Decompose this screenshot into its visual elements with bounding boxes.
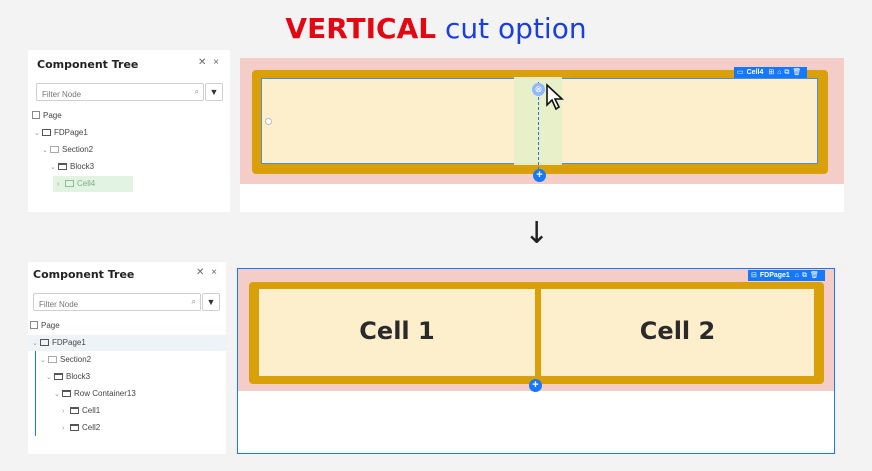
heading-rest: cut option (445, 12, 587, 45)
toolbar-label: Cell4 (746, 69, 764, 76)
block-icon (54, 373, 63, 380)
tree-node-cell1[interactable]: ›Cell1 (62, 403, 100, 419)
canvas-after[interactable]: Cell 1 Cell 2 ⊟FDPage1 ⌂⧉🗑 + (237, 268, 835, 454)
chevron-down-icon[interactable]: ⌄ (54, 391, 60, 398)
add-button[interactable]: + (533, 169, 546, 182)
page-icon (30, 321, 38, 329)
cell-icon (70, 424, 79, 431)
tree-title: Component Tree (33, 268, 135, 281)
section-icon (48, 356, 57, 363)
cursor-arrow-icon (546, 83, 565, 111)
pin-icon[interactable]: ✕ (198, 57, 207, 68)
tree-node-cell4[interactable]: ›Cell4 (53, 176, 133, 192)
block-icon (58, 163, 67, 170)
cell1-label: Cell 1 (359, 317, 435, 345)
lock-icon[interactable]: ⌂ (777, 69, 782, 76)
tree-node-cell2[interactable]: ›Cell2 (62, 420, 100, 436)
filter-node-input[interactable] (34, 296, 200, 313)
cell1-area[interactable] (259, 289, 535, 376)
cell-icon (70, 407, 79, 414)
lock-icon[interactable]: ⌂ (794, 272, 800, 279)
resize-handle-left[interactable] (265, 118, 272, 125)
canvas-before[interactable]: ⊗ ▭Cell4 ⊞⌂⧉🗑 + (240, 58, 844, 212)
trash-icon[interactable]: 🗑 (810, 272, 819, 279)
chevron-down-icon[interactable]: ⌄ (34, 130, 40, 137)
page-component-icon (40, 339, 49, 346)
chevron-down-icon[interactable]: ⌄ (46, 374, 52, 381)
close-icon[interactable]: × (211, 267, 218, 278)
tree-node-page[interactable]: Page (30, 318, 60, 334)
add-button[interactable]: + (529, 379, 542, 392)
cell-toolbar: ▭Cell4 ⊞⌂⧉🗑 (734, 67, 808, 78)
tree-node-block3[interactable]: ⌄Block3 (50, 159, 94, 175)
page-icon (32, 111, 40, 119)
copy-icon[interactable]: ⧉ (784, 69, 790, 76)
filter-node-input[interactable] (37, 86, 203, 103)
component-tree-panel-after: Component Tree ✕ × ⌕ ▼ Page ⌄FDPage1 ⌄Se… (28, 262, 226, 454)
page-component-icon (42, 129, 51, 136)
cut-handle-icon[interactable]: ⊗ (532, 83, 545, 96)
filter-button[interactable]: ▼ (202, 293, 220, 311)
close-icon[interactable]: × (213, 57, 220, 68)
grid-icon[interactable]: ⊞ (768, 69, 775, 76)
tree-node-block3[interactable]: ⌄Block3 (46, 369, 90, 385)
pin-icon[interactable]: ✕ (196, 267, 205, 278)
tree-guide-line (35, 350, 36, 436)
cell2-area[interactable] (541, 289, 814, 376)
page-component-icon: ⊟ (751, 272, 757, 279)
tree-node-section2[interactable]: ⌄Section2 (40, 352, 91, 368)
tree-node-fdpage1[interactable]: ⌄FDPage1 (28, 335, 226, 351)
search-icon: ⌕ (194, 87, 199, 96)
filter-button[interactable]: ▼ (205, 83, 223, 101)
tree-node-fdpage1[interactable]: ⌄FDPage1 (34, 125, 88, 141)
cell2-label: Cell 2 (639, 317, 716, 345)
chevron-right-icon[interactable]: › (57, 181, 60, 188)
heading-keyword: VERTICAL (285, 12, 437, 45)
tree-node-section2[interactable]: ⌄Section2 (42, 142, 93, 158)
section-icon (50, 146, 59, 153)
cell-icon (65, 180, 74, 187)
filter-node-input-wrap: ⌕ (36, 83, 204, 103)
chevron-down-icon[interactable]: ⌄ (50, 164, 56, 171)
tree-node-row-container13[interactable]: ⌄Row Container13 (54, 386, 136, 402)
row-container-icon (62, 390, 71, 397)
page-heading: VERTICAL cut option (0, 12, 872, 45)
chevron-down-icon[interactable]: ⌄ (40, 357, 46, 364)
cell-icon: ▭ (737, 69, 744, 76)
tree-title: Component Tree (37, 58, 139, 71)
search-icon: ⌕ (191, 297, 196, 306)
chevron-right-icon[interactable]: › (62, 425, 65, 432)
chevron-down-icon[interactable]: ⌄ (32, 340, 38, 347)
tree-node-page[interactable]: Page (32, 108, 62, 124)
toolbar-label: FDPage1 (759, 272, 790, 279)
chevron-down-icon[interactable]: ⌄ (42, 147, 48, 154)
component-tree-panel-before: Component Tree ✕ × ⌕ ▼ Page ⌄FDPage1 ⌄Se… (28, 50, 230, 212)
cut-line (538, 82, 539, 170)
copy-icon[interactable]: ⧉ (802, 272, 808, 279)
trash-icon[interactable]: 🗑 (792, 69, 802, 76)
page-toolbar: ⊟FDPage1 ⌂⧉🗑 (748, 270, 825, 281)
chevron-right-icon[interactable]: › (62, 408, 65, 415)
transition-arrow-icon: ↓ (524, 216, 550, 251)
filter-node-input-wrap: ⌕ (33, 293, 201, 313)
